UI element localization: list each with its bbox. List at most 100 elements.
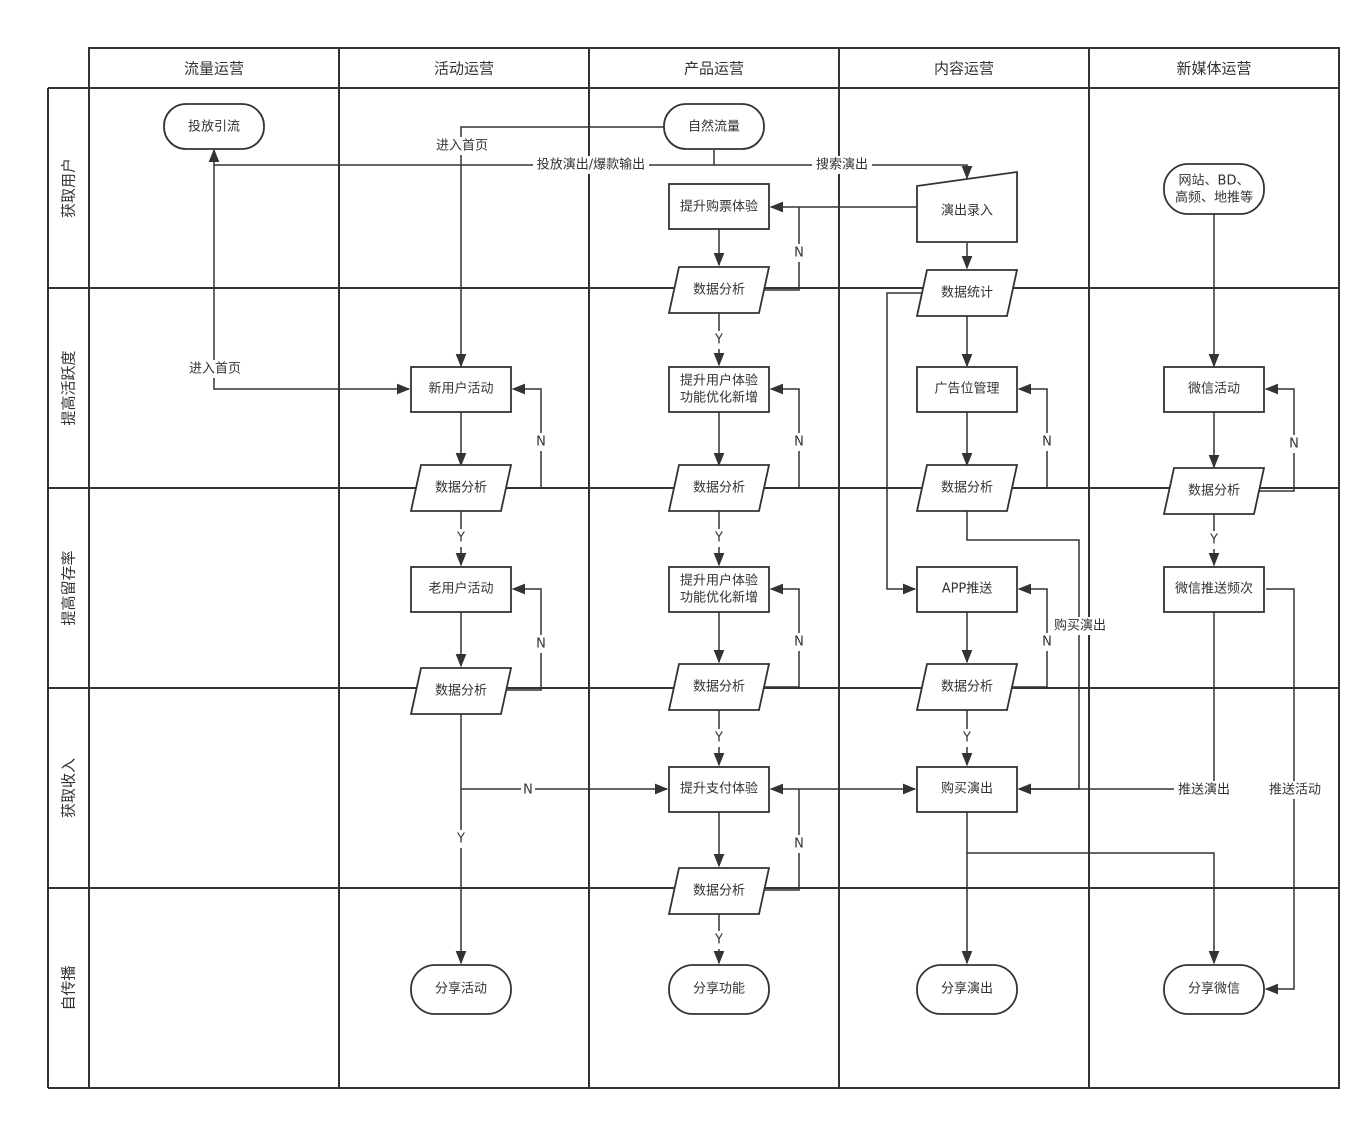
row-header-retention: 提高留存率 [60, 550, 78, 625]
label-search-shows: 搜索演出 [816, 157, 868, 173]
label-no: N [1289, 437, 1299, 452]
process-old-user-activity[interactable]: 老用户活动 [410, 566, 512, 613]
column-header-content: 内容运营 [934, 60, 994, 78]
node-label: 广告位管理 [934, 382, 999, 397]
label-yes: Y [456, 832, 465, 847]
row-header-self-spread: 自传播 [60, 965, 78, 1010]
column-header-product: 产品运营 [684, 60, 744, 78]
node-label: 数据分析 [693, 283, 745, 298]
process-wechat-activity[interactable]: 微信活动 [1163, 366, 1265, 413]
process-ticket-experience[interactable]: 提升购票体验 [668, 183, 770, 230]
node-label: 新用户活动 [428, 381, 493, 397]
terminal-paid-traffic[interactable]: 投放引流 [163, 103, 265, 150]
node-label: 老用户活动 [428, 581, 493, 597]
connector-labels: 进入首页 投放演出/爆款输出 搜索演出 进入首页 购买演出 推送演出 推送活动 … [184, 137, 1325, 949]
node-label: 数据分析 [693, 680, 745, 695]
node-label: 微信活动 [1188, 382, 1240, 397]
terminal-share-wechat[interactable]: 分享微信 [1163, 964, 1265, 1015]
data-analysis-product-1[interactable]: 数据分析 [667, 266, 771, 314]
data-analysis-activity-2[interactable]: 数据分析 [409, 667, 513, 715]
label-buy-shows: 购买演出 [1054, 618, 1106, 634]
data-statistics[interactable]: 数据统计 [915, 269, 1019, 317]
node-label: 高频、地推等 [1175, 190, 1253, 206]
data-analysis-activity-1[interactable]: 数据分析 [409, 464, 513, 512]
node-label: 分享演出 [941, 981, 993, 997]
label-yes: Y [714, 333, 723, 348]
label-release-shows: 投放演出/爆款输出 [537, 157, 645, 173]
process-payment-experience[interactable]: 提升支付体验 [668, 766, 770, 813]
label-no: N [1042, 435, 1052, 450]
node-label: 数据分析 [693, 481, 745, 496]
label-push-shows: 推送演出 [1178, 782, 1230, 798]
node-label: 数据分析 [1188, 484, 1240, 499]
label-yes: Y [1209, 533, 1218, 548]
node-label: 分享微信 [1188, 981, 1240, 997]
label-yes: Y [714, 731, 723, 746]
connectors [208, 126, 1295, 995]
column-header-new-media: 新媒体运营 [1176, 60, 1251, 78]
node-label: 微信推送频次 [1175, 581, 1253, 597]
node-label: 分享功能 [693, 981, 745, 997]
label-no: N [536, 637, 546, 652]
manual-input-show-entry[interactable]: 演出录入 [916, 170, 1018, 243]
nodes: 投放引流 自然流量 提升购票体验 演出录入 网站、BD、 高频、地推等 数据分析… [163, 103, 1266, 1015]
process-new-user-activity[interactable]: 新用户活动 [410, 366, 512, 413]
row-header-revenue: 获取收入 [60, 758, 78, 818]
label-yes: Y [714, 531, 723, 546]
label-no: N [794, 837, 804, 852]
column-header-traffic: 流量运营 [184, 60, 244, 78]
node-label: 购买演出 [941, 781, 993, 797]
node-label: 数据统计 [941, 286, 993, 301]
data-analysis-new-media-1[interactable]: 数据分析 [1162, 467, 1266, 515]
process-buy-shows[interactable]: 购买演出 [916, 766, 1018, 813]
terminal-share-feature[interactable]: 分享功能 [668, 964, 770, 1015]
node-label: 功能优化新增 [680, 590, 758, 606]
process-ux-optimization-2[interactable]: 提升用户体验 功能优化新增 [668, 566, 770, 613]
label-no: N [523, 783, 533, 798]
node-label: 提升支付体验 [680, 781, 758, 797]
node-label: 提升购票体验 [680, 199, 758, 215]
label-no: N [794, 635, 804, 650]
node-label: 数据分析 [435, 481, 487, 496]
label-yes: Y [962, 731, 971, 746]
process-wechat-push-frequency[interactable]: 微信推送频次 [1163, 566, 1265, 613]
data-analysis-content-2[interactable]: 数据分析 [915, 663, 1019, 711]
node-label: 分享活动 [435, 981, 487, 997]
node-label: 数据分析 [435, 684, 487, 699]
node-label: 投放引流 [188, 119, 240, 135]
label-yes: Y [456, 531, 465, 546]
terminal-website-bd[interactable]: 网站、BD、 高频、地推等 [1163, 163, 1265, 215]
process-ux-optimization-1[interactable]: 提升用户体验 功能优化新增 [668, 366, 770, 413]
terminal-natural-traffic[interactable]: 自然流量 [663, 103, 765, 150]
label-enter-home-2: 进入首页 [189, 362, 241, 377]
label-no: N [536, 435, 546, 450]
label-no: N [794, 246, 804, 261]
terminal-share-activity[interactable]: 分享活动 [410, 964, 512, 1015]
node-label: 提升用户体验 [680, 373, 758, 389]
label-enter-home-1: 进入首页 [436, 139, 488, 154]
row-header-activity: 提高活跃度 [60, 350, 78, 425]
terminal-share-show[interactable]: 分享演出 [916, 964, 1018, 1015]
label-no: N [1042, 635, 1052, 650]
process-ad-slot-management[interactable]: 广告位管理 [916, 366, 1018, 413]
node-label: 功能优化新增 [680, 390, 758, 406]
node-label: 提升用户体验 [680, 573, 758, 589]
node-label: 数据分析 [941, 481, 993, 496]
node-label: 数据分析 [693, 884, 745, 899]
data-analysis-product-4[interactable]: 数据分析 [667, 867, 771, 915]
node-label: 自然流量 [688, 119, 740, 135]
row-header-acquire-users: 获取用户 [60, 158, 78, 218]
label-yes: Y [714, 933, 723, 948]
node-label: 演出录入 [941, 203, 993, 219]
label-no: N [794, 435, 804, 450]
node-label: 数据分析 [941, 680, 993, 695]
label-push-activity: 推送活动 [1269, 783, 1321, 798]
data-analysis-content-1[interactable]: 数据分析 [915, 464, 1019, 512]
node-label: APP推送 [942, 582, 993, 597]
column-header-activity: 活动运营 [434, 60, 494, 78]
process-app-push[interactable]: APP推送 [916, 566, 1018, 613]
node-label: 网站、BD、 [1179, 174, 1250, 189]
data-analysis-product-2[interactable]: 数据分析 [667, 464, 771, 512]
data-analysis-product-3[interactable]: 数据分析 [667, 663, 771, 711]
